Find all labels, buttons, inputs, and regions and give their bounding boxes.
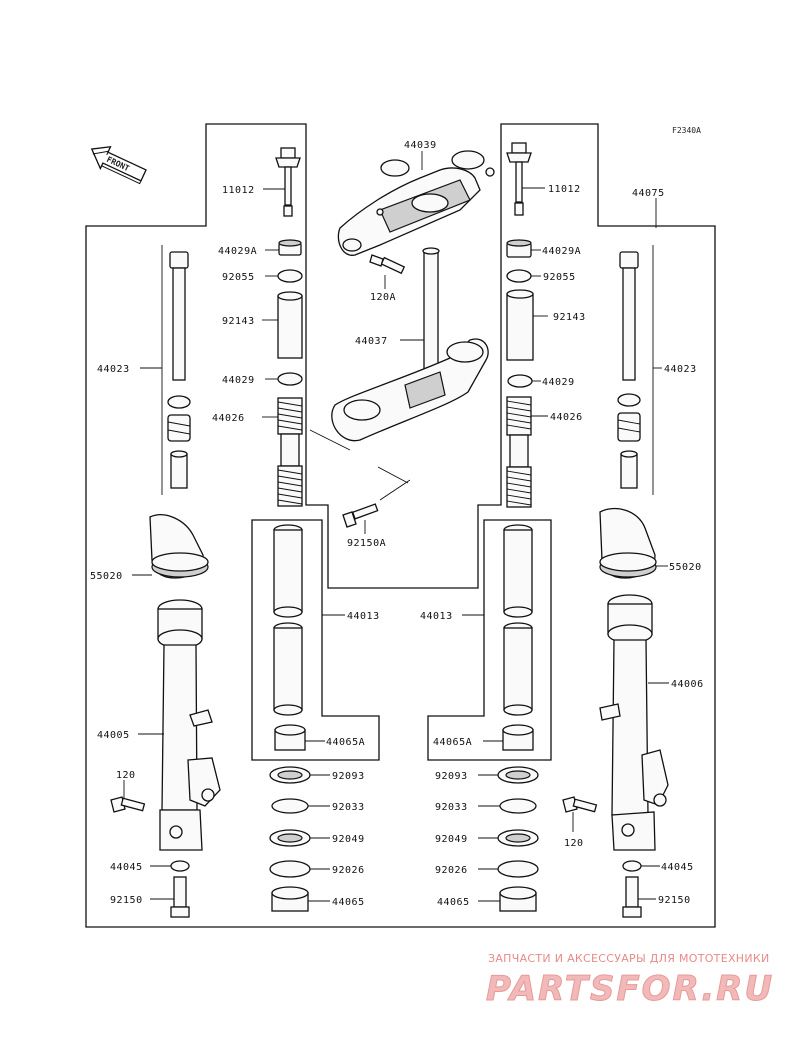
left-bushing-44065a [274,724,306,751]
label-92150-right: 92150 [658,895,691,906]
right-inner-tube-44013 [503,524,533,716]
label-11012-left: 11012 [222,185,255,196]
label-120a: 120A [370,292,396,303]
steering-stem-44037 [309,247,489,451]
label-44023-left: 44023 [97,364,130,375]
right-spacer-92143 [506,289,534,361]
label-55020-right: 55020 [669,562,702,573]
left-washer-92049 [269,829,311,847]
figure-code: F2340A [672,126,701,135]
diagram-frame [85,123,716,928]
bolt-120a [369,254,406,275]
label-44029-right: 44029 [542,377,575,388]
label-120-right: 120 [564,838,584,849]
right-oring-92055 [506,269,532,283]
label-120-left: 120 [116,770,136,781]
left-spacer-92143 [277,291,303,359]
label-44013-left: 44013 [347,611,380,622]
label-92049-left: 92049 [332,834,365,845]
right-bushing-44065a [502,724,534,751]
label-92055-right: 92055 [543,272,576,283]
left-seal-92093 [269,766,311,784]
watermark-tagline: ЗАПЧАСТИ И АКСЕССУАРЫ ДЛЯ МОТОТЕХНИКИ [488,952,770,965]
right-cap-bolt-11012 [506,142,532,216]
label-92143-left: 92143 [222,316,255,327]
left-cap-bolt-11012 [275,147,301,217]
label-44065-right: 44065 [437,897,470,908]
label-92150a: 92150A [347,538,386,549]
label-92143-right: 92143 [553,312,586,323]
bolt-92150a [342,503,379,528]
right-collar-44029a [506,239,532,258]
label-44029-left: 44029 [222,375,255,386]
right-bolt-120 [562,796,598,813]
label-44026-left: 44026 [212,413,245,424]
left-bolt-92150 [170,876,190,918]
right-tube-44023 [617,251,641,489]
left-washer-44045 [170,860,190,872]
label-44029a-left: 44029A [218,246,257,257]
left-cover-55020 [149,514,209,579]
right-washer-44029 [507,374,533,388]
label-44023-right: 44023 [664,364,697,375]
inner-box-left [251,519,380,761]
label-44045-left: 44045 [110,862,143,873]
left-ring-92026 [269,860,311,878]
right-bushing-44065 [499,886,537,912]
label-44075: 44075 [632,188,665,199]
label-92093-right: 92093 [435,771,468,782]
label-92049-right: 92049 [435,834,468,845]
right-ring-92026 [497,860,539,878]
left-outer-tube-44005 [157,599,221,851]
label-92026-right: 92026 [435,865,468,876]
label-11012-right: 11012 [548,184,581,195]
label-44026-right: 44026 [550,412,583,423]
label-44045-right: 44045 [661,862,694,873]
label-92093-left: 92093 [332,771,365,782]
label-44037: 44037 [355,336,388,347]
right-washer-92049 [497,829,539,847]
label-44065-left: 44065 [332,897,365,908]
left-inner-tube-44013 [273,524,303,716]
label-92150-left: 92150 [110,895,143,906]
label-92033-right: 92033 [435,802,468,813]
right-seal-92093 [497,766,539,784]
left-spring-44026 [277,397,303,507]
label-92026-left: 92026 [332,865,365,876]
label-92033-left: 92033 [332,802,365,813]
watermark-brand: PARTSFOR.RU [486,969,774,1009]
right-bolt-92150 [622,876,642,918]
label-55020-left: 55020 [90,571,123,582]
left-tube-44023 [167,251,191,489]
label-44065a-left: 44065A [326,737,365,748]
right-cover-55020 [599,507,657,579]
upper-bracket-44039 [337,150,495,256]
left-clip-92033 [271,798,309,814]
label-44029a-right: 44029A [542,246,581,257]
right-outer-tube-44006 [599,594,669,851]
left-oring-92055 [277,269,303,283]
label-44006: 44006 [671,679,704,690]
left-bolt-120 [110,796,146,813]
label-44005: 44005 [97,730,130,741]
label-92055-left: 92055 [222,272,255,283]
right-washer-44045 [622,860,642,872]
right-spring-44026 [506,396,532,508]
left-collar-44029a [278,239,302,256]
left-washer-44029 [277,372,303,386]
label-44065a-right: 44065A [433,737,472,748]
inner-box-right [427,519,552,761]
front-arrow-icon: FRONT [90,145,147,185]
left-bushing-44065 [271,886,309,912]
label-44013-right: 44013 [420,611,453,622]
label-44039: 44039 [404,140,437,151]
right-clip-92033 [499,798,537,814]
